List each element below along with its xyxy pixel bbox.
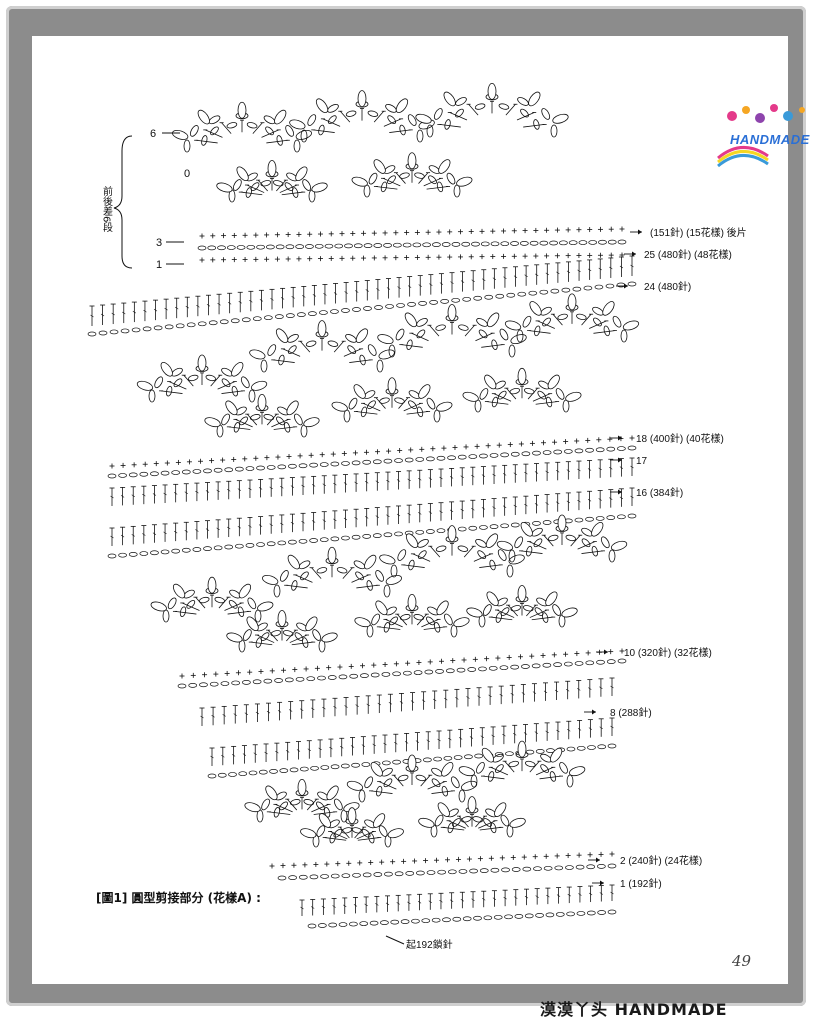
single-crochet-row [199, 226, 625, 239]
arrow-head-icon [632, 251, 636, 257]
arrow-head-icon [618, 457, 622, 463]
stitch-row [109, 487, 635, 546]
stitch-row [299, 884, 615, 916]
pineapple-motif [377, 304, 527, 358]
arrow-head-icon [596, 857, 600, 863]
left-row-6: 6 [150, 128, 156, 140]
pineapple-motif [289, 90, 435, 143]
label-row-16: 16 (384針) [636, 486, 683, 499]
chain-row [177, 658, 627, 689]
pineapple-motif [150, 576, 274, 623]
pineapple-motif [466, 585, 578, 628]
pineapple-motif [462, 367, 582, 413]
stitch-row [209, 717, 615, 766]
pineapple-motif [496, 514, 628, 563]
pineapple-motif [172, 101, 312, 153]
label-row-17: 17 [636, 456, 648, 467]
pineapple-motif [379, 525, 525, 578]
chain-row [107, 445, 637, 479]
stitch-row [199, 677, 615, 726]
arrow-head-icon [618, 489, 622, 495]
side-brace [113, 135, 133, 269]
left-row-0: 0 [184, 168, 190, 180]
crochet-chart: 前後差6段 6 0 3 1 (151針) (15花樣) 後片 25 (480針)… [87, 83, 752, 970]
stitch-row [109, 457, 635, 506]
single-crochet-row [269, 851, 615, 869]
pineapple-motif [300, 807, 404, 848]
arrow-head-icon [604, 649, 608, 655]
chain-row [107, 513, 637, 559]
pineapple-motif [504, 293, 640, 343]
pineapple-motif [216, 160, 328, 203]
label-row-18: 18 (400針) (40花樣) [636, 432, 724, 445]
diagram-page: 前後差6段 6 0 3 1 (151針) (15花樣) 後片 25 (480針)… [32, 36, 809, 984]
pineapple-motif [249, 320, 395, 373]
label-row-1: 1 (192針) [620, 877, 662, 890]
side-note: 前後差6段 [101, 185, 113, 233]
pineapple-motif [346, 754, 478, 803]
single-crochet-row [199, 252, 625, 263]
handmade-logo: HANDMADE [712, 98, 818, 168]
label-row-8: 8 (288針) [610, 706, 652, 719]
pineapple-motif [458, 740, 586, 788]
pineapple-motif [136, 354, 268, 403]
stitch-row [89, 255, 635, 326]
label-row-25: 25 (480針) (48花樣) [644, 248, 732, 261]
pineapple-motif [415, 83, 569, 138]
arrow-head-icon [638, 229, 642, 235]
label-row-151: (151針) (15花樣) 後片 [650, 226, 747, 239]
left-row-3: 3 [156, 237, 162, 249]
pineapple-motif [262, 546, 402, 598]
pineapple-motif [244, 779, 360, 823]
pineapple-motif [331, 377, 453, 423]
chain-row [277, 863, 617, 881]
arrow-head-icon [618, 435, 622, 441]
label-row-24: 24 (480針) [644, 280, 691, 293]
chain-row [197, 239, 627, 251]
start-pointer [385, 935, 405, 945]
arrow-head-icon [592, 709, 596, 715]
label-row-2: 2 (240針) (24花樣) [620, 854, 702, 867]
watermark: 漠漠丫头 HANDMADE [540, 1000, 728, 1019]
page-number: 49 [731, 952, 752, 970]
arrow-head-icon [600, 880, 604, 886]
label-row-10: 10 (320針) (32花樣) [624, 646, 712, 659]
logo-text: HANDMADE [730, 132, 810, 147]
stitch-motifs [87, 83, 640, 929]
left-row-1: 1 [156, 259, 162, 271]
chain-row [87, 281, 637, 337]
logo-graphic [717, 104, 805, 168]
chain-row [307, 909, 617, 929]
pineapple-motif [418, 796, 526, 838]
pineapple-motif [204, 393, 320, 438]
pineapple-motif [351, 152, 473, 198]
single-crochet-row [179, 648, 625, 679]
pineapple-motif [354, 594, 470, 638]
chain-row [207, 743, 617, 779]
single-crochet-row [109, 435, 635, 469]
arrow-head-icon [624, 283, 628, 289]
pineapple-motif [226, 610, 338, 653]
row-arrows [584, 229, 642, 886]
figure-title: [圖1] 圓型剪接部分 (花樣A) : [96, 890, 261, 905]
start-chain-label: 起192鎖針 [406, 938, 453, 951]
